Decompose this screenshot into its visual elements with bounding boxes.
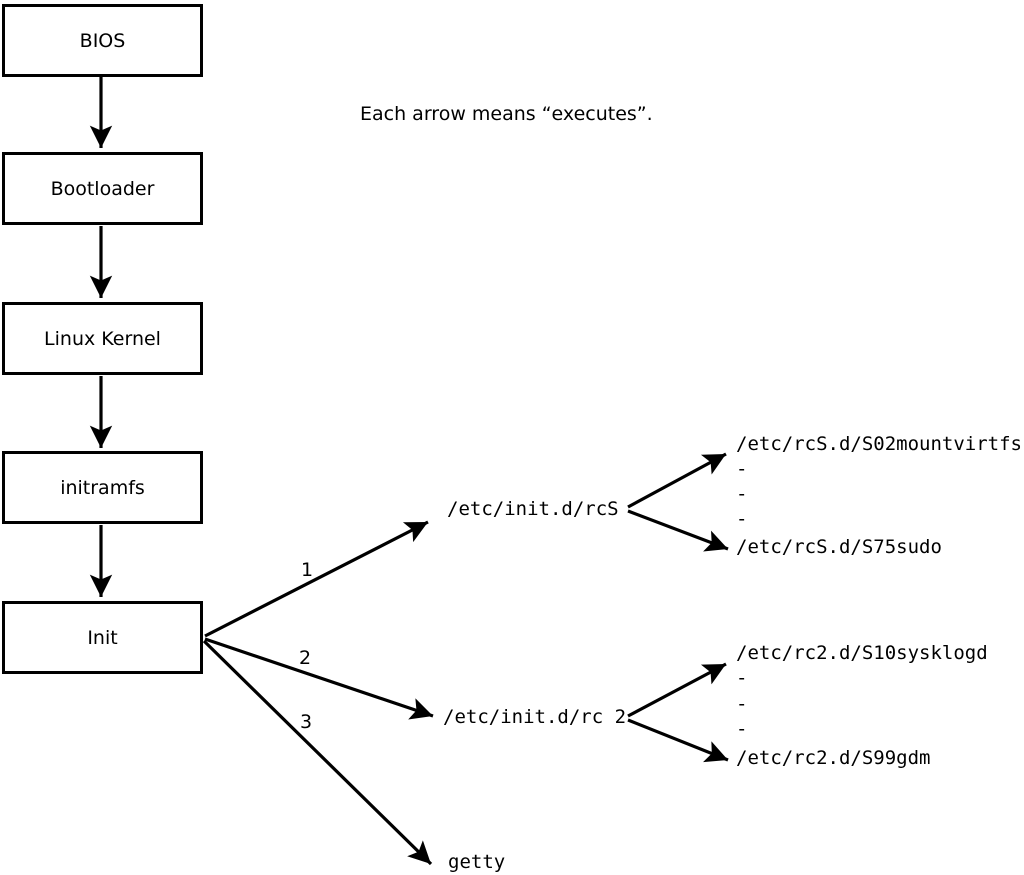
script-rc2-ellipsis-2: - [736,693,748,715]
arrow-init-rcs [204,520,429,638]
branch-order-2: 2 [298,647,312,669]
script-rcs-first: /etc/rcS.d/S02mountvirtfs [736,433,1022,455]
arrow-init-getty [202,639,433,866]
node-bootloader: Bootloader [2,152,203,225]
arrow-rc2-first-script [627,662,727,718]
node-initramfs-label: initramfs [60,476,145,499]
script-rcs-ellipsis-1: - [736,458,748,480]
script-rcs-ellipsis-2: - [736,483,748,505]
arrow-rcs-last-script [627,509,729,552]
script-rc2-last: /etc/rc2.d/S99gdm [736,747,931,769]
legend-note: Each arrow means “executes”. [360,103,653,125]
target-getty: getty [448,851,506,873]
script-rc2-ellipsis-1: - [736,667,748,689]
branch-order-3: 3 [299,711,313,733]
node-bios: BIOS [2,4,203,77]
target-rc2: /etc/init.d/rc 2 [443,706,627,728]
script-rcs-last: /etc/rcS.d/S75sudo [736,536,942,558]
script-rc2-first: /etc/rc2.d/S10sysklogd [736,642,988,664]
arrow-rcs-first-script [627,452,727,509]
node-initramfs: initramfs [2,451,203,524]
script-rc2-ellipsis-3: - [736,718,748,740]
node-linux-kernel-label: Linux Kernel [44,327,161,350]
node-init-label: Init [87,626,118,649]
node-init: Init [2,601,203,674]
node-bootloader-label: Bootloader [50,177,155,200]
target-rcs: /etc/init.d/rcS [447,498,619,520]
script-rcs-ellipsis-3: - [736,508,748,530]
arrow-rc2-last-script [627,718,729,763]
node-bios-label: BIOS [79,29,126,52]
branch-order-1: 1 [300,559,314,581]
arrow-init-rc2 [204,637,434,720]
node-linux-kernel: Linux Kernel [2,302,203,375]
